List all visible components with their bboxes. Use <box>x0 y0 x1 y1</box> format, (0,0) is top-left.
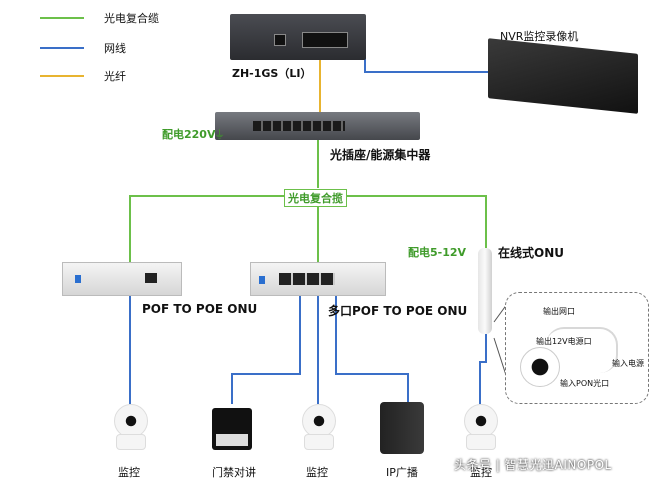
legend-line-network <box>40 47 84 49</box>
inset-out-12v: 输出12V电源口 <box>536 337 592 346</box>
composite-cable-label: 光电复合揽 <box>284 189 347 207</box>
legend-line-composite <box>40 17 84 19</box>
inline-power-label: 配电5-12V <box>408 246 467 259</box>
switch-ports <box>302 32 348 48</box>
hub-label: 光插座/能源集中器 <box>330 148 431 162</box>
network-line-nvr <box>364 50 488 73</box>
onu-left-fiber <box>75 275 81 283</box>
top-switch-label: ZH-1GS（LI） <box>232 67 312 80</box>
onu-center-label: 多口POF TO POE ONU <box>328 304 468 318</box>
network-broadcast <box>335 292 409 404</box>
plug-icon: ⏚ <box>214 128 225 141</box>
onu-center <box>250 262 386 296</box>
onu-left-label: POF TO POE ONU <box>142 302 258 316</box>
intercom-icon <box>212 408 252 450</box>
endpoint-label-5: 监控 <box>470 466 492 479</box>
hub-device <box>215 112 420 140</box>
hub-ports <box>253 121 345 131</box>
composite-left <box>129 195 318 262</box>
onu-center-fiber <box>259 276 265 284</box>
camera-icon <box>300 404 336 450</box>
inline-onu <box>478 248 492 334</box>
watermark: 头条号 | 智慧光迅AINOPOL <box>454 458 612 472</box>
endpoint-label-3: 监控 <box>306 466 328 479</box>
camera-icon <box>112 404 148 450</box>
inset-in-power: 输入电源 <box>612 359 644 368</box>
hub-power-label: 配电220V <box>162 128 216 141</box>
inset-camera <box>520 347 560 387</box>
onu-center-ports <box>279 273 335 285</box>
onu-left-port <box>145 273 157 283</box>
endpoint-label-2: 门禁对讲 <box>212 466 256 479</box>
camera-icon <box>462 404 498 450</box>
speaker-icon <box>380 402 424 454</box>
inset-cable <box>546 327 618 373</box>
network-door <box>231 292 301 404</box>
legend-line-fiber <box>40 75 84 77</box>
network-right <box>479 334 487 404</box>
inset-detail <box>505 292 649 404</box>
inline-onu-label: 在线式ONU <box>498 246 564 260</box>
endpoint-label-1: 监控 <box>118 466 140 479</box>
composite-right <box>318 195 487 248</box>
inset-in-pon: 输入PON光口 <box>560 379 610 388</box>
top-switch <box>230 14 366 60</box>
legend-label-composite: 光电复合缆 <box>104 12 159 25</box>
endpoint-label-4: IP广播 <box>386 466 418 479</box>
switch-sfp-port <box>274 34 286 46</box>
legend-label-fiber: 光纤 <box>104 70 126 83</box>
legend-label-network: 网线 <box>104 42 126 55</box>
nvr-label: NVR监控录像机 <box>500 30 579 43</box>
onu-left <box>62 262 182 296</box>
inset-out-port: 输出网口 <box>543 307 575 316</box>
